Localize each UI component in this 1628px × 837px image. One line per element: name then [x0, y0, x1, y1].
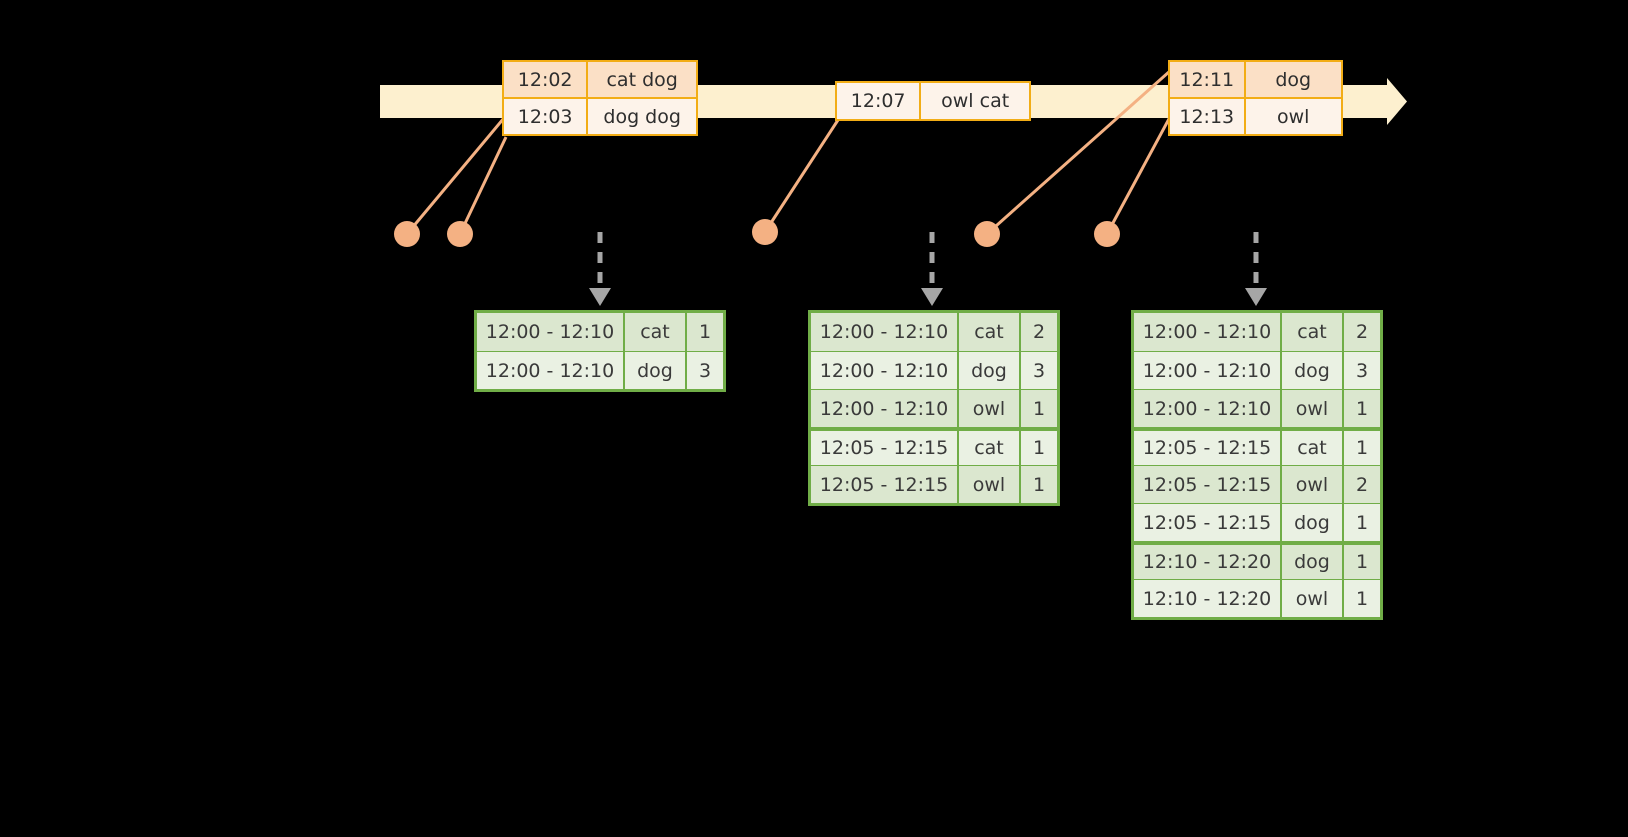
window-cell: 12:05 - 12:15 [1134, 466, 1280, 503]
flow-arrow-2-head-icon [921, 288, 943, 306]
key-cell: cat [957, 313, 1019, 351]
key-cell: cat [623, 313, 685, 351]
event-timestamp: 12:03 [504, 99, 587, 134]
connector-dot-1203 [447, 221, 473, 247]
event-payload: owl [1243, 99, 1341, 134]
window-cell: 12:00 - 12:10 [477, 352, 623, 389]
count-cell: 1 [1019, 466, 1057, 503]
event-payload: dog dog [586, 99, 696, 134]
event-payload: dog [1243, 62, 1341, 97]
window-cell: 12:00 - 12:10 [811, 390, 957, 427]
window-cell: 12:00 - 12:10 [811, 352, 957, 389]
window-cell: 12:10 - 12:20 [1134, 580, 1280, 617]
connector-line-1 [405, 117, 506, 235]
count-cell: 2 [1342, 313, 1380, 351]
window-cell: 12:05 - 12:15 [1134, 431, 1280, 465]
flow-arrow-1-head-icon [589, 288, 611, 306]
key-cell: dog [1280, 504, 1342, 541]
window-cell: 12:00 - 12:10 [1134, 352, 1280, 389]
key-cell: dog [1280, 545, 1342, 579]
count-cell: 1 [685, 313, 723, 351]
window-cell: 12:05 - 12:15 [811, 466, 957, 503]
event-timestamp: 12:07 [837, 83, 920, 119]
window-cell: 12:00 - 12:10 [1134, 313, 1280, 351]
count-cell: 1 [1342, 504, 1380, 541]
flow-arrow-3-head-icon [1245, 288, 1267, 306]
count-cell: 2 [1019, 313, 1057, 351]
key-cell: owl [1280, 580, 1342, 617]
key-cell: cat [1280, 431, 1342, 465]
count-cell: 1 [1342, 390, 1380, 427]
key-cell: owl [957, 466, 1019, 503]
count-cell: 1 [1019, 431, 1057, 465]
window-cell: 12:00 - 12:10 [811, 313, 957, 351]
connector-dot-1202 [394, 221, 420, 247]
timeline-arrowhead-icon [1367, 78, 1407, 125]
event-payload: owl cat [919, 83, 1029, 119]
count-cell: 3 [1019, 352, 1057, 389]
count-cell: 2 [1342, 466, 1380, 503]
count-cell: 1 [1342, 545, 1380, 579]
event-timestamp: 12:02 [504, 62, 587, 97]
count-cell: 1 [1342, 580, 1380, 617]
window-cell: 12:00 - 12:10 [477, 313, 623, 351]
key-cell: dog [1280, 352, 1342, 389]
event-timestamp: 12:11 [1170, 62, 1244, 97]
connector-dot-1211 [974, 221, 1000, 247]
event-payload: cat dog [586, 62, 696, 97]
connector-line-2 [458, 136, 508, 235]
connector-dot-1207 [752, 219, 778, 245]
count-cell: 3 [1342, 352, 1380, 389]
window-cell: 12:00 - 12:10 [1134, 390, 1280, 427]
count-cell: 3 [685, 352, 723, 389]
event-timestamp: 12:13 [1170, 99, 1244, 134]
key-cell: owl [1280, 390, 1342, 427]
count-cell: 1 [1019, 390, 1057, 427]
key-cell: cat [957, 431, 1019, 465]
key-cell: owl [1280, 466, 1342, 503]
connector-line-3 [763, 119, 840, 233]
key-cell: dog [957, 352, 1019, 389]
connector-dot-1213 [1094, 221, 1120, 247]
count-cell: 1 [1342, 431, 1380, 465]
key-cell: dog [623, 352, 685, 389]
key-cell: cat [1280, 313, 1342, 351]
connector-line-5 [1105, 116, 1172, 235]
window-cell: 12:05 - 12:15 [811, 431, 957, 465]
window-cell: 12:05 - 12:15 [1134, 504, 1280, 541]
window-cell: 12:10 - 12:20 [1134, 545, 1280, 579]
key-cell: owl [957, 390, 1019, 427]
